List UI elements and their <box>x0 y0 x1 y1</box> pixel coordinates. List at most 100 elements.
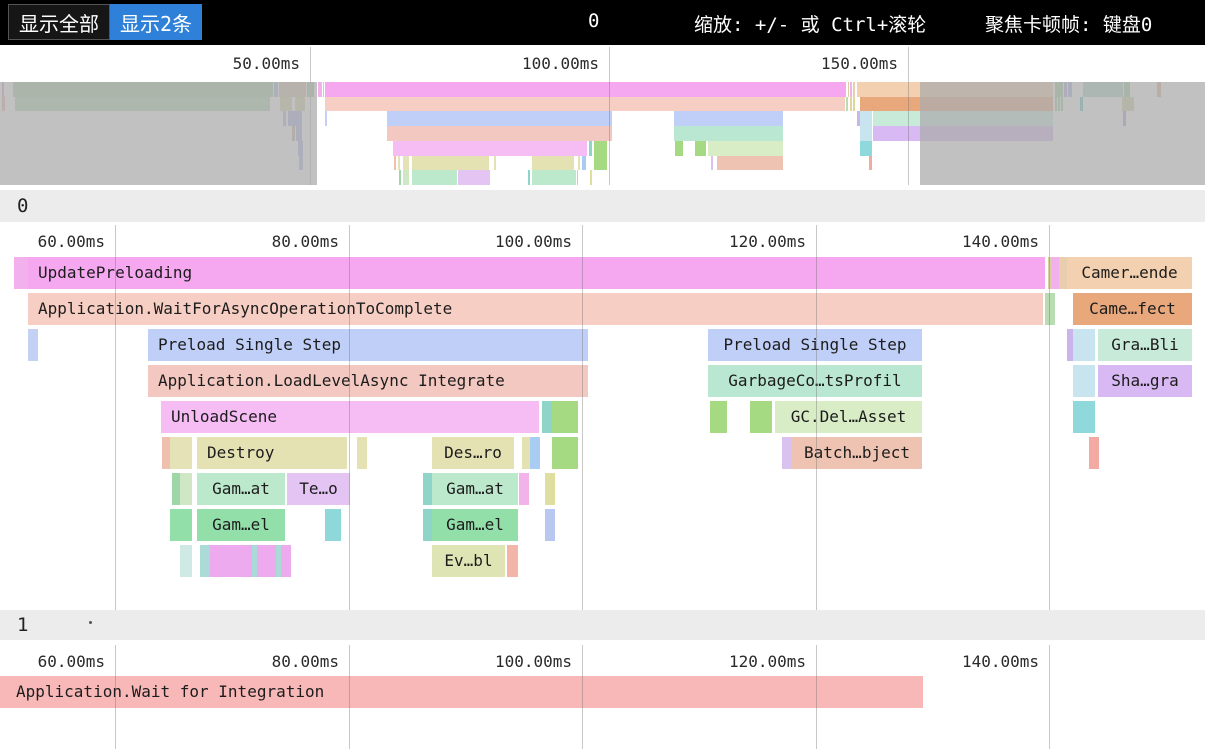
flame-bar[interactable] <box>180 509 192 541</box>
overview-flame-bar <box>711 155 713 171</box>
flame-bar[interactable] <box>180 437 192 469</box>
flame-bar[interactable]: Destroy <box>197 437 347 469</box>
flame-bar[interactable]: Camer…ende <box>1067 257 1192 289</box>
overview-flame-bar <box>857 111 859 127</box>
overview-flame-bar <box>411 155 489 171</box>
flame-bar[interactable] <box>1059 257 1069 289</box>
flame-bar[interactable] <box>1052 257 1062 289</box>
flame-bar[interactable]: Ev…bl <box>432 545 505 577</box>
flame-bar[interactable] <box>519 473 529 505</box>
flame-bar[interactable] <box>710 401 727 433</box>
flame-bar[interactable] <box>1073 401 1095 433</box>
flame-bar[interactable]: Gam…at <box>197 473 285 505</box>
flame-bar[interactable]: GC.Del…Asset <box>775 401 922 433</box>
overview-flame-bar <box>393 140 587 156</box>
flame-bar[interactable]: Gam…el <box>197 509 285 541</box>
flame-bar[interactable]: Te…o <box>287 473 350 505</box>
overview-flame-bar <box>590 140 592 156</box>
flame-bar[interactable] <box>239 545 249 577</box>
flame-bar[interactable] <box>172 473 182 505</box>
flame-bar[interactable] <box>545 473 555 505</box>
flame-bar[interactable]: Came…fect <box>1073 293 1192 325</box>
flame-bar[interactable] <box>204 545 214 577</box>
flame-bar[interactable] <box>530 437 540 469</box>
flame-bar[interactable] <box>507 545 518 577</box>
overview-flame-bar <box>695 140 707 156</box>
flame-bar[interactable]: Gam…at <box>432 473 518 505</box>
show-all-button[interactable]: 显示全部 <box>8 4 110 40</box>
flame-bar[interactable]: Gam…el <box>432 509 518 541</box>
flame-bar[interactable] <box>220 545 230 577</box>
time-gridline <box>582 645 583 749</box>
flame-bar[interactable] <box>1073 365 1095 397</box>
flame-bar[interactable] <box>357 437 367 469</box>
overview-flame-bar <box>593 155 607 171</box>
time-gridline <box>115 225 116 610</box>
flame-bar[interactable] <box>170 437 180 469</box>
overview-flame-bar <box>578 155 580 171</box>
overview-flame-bar <box>398 170 401 185</box>
flame-bar[interactable]: UnloadScene <box>161 401 539 433</box>
flame-bar[interactable]: Preload Single Step <box>708 329 922 361</box>
flame-bar[interactable] <box>331 509 341 541</box>
time-gridline <box>816 225 817 610</box>
time-tick-label: 100.00ms <box>494 652 572 671</box>
flame-bar[interactable] <box>423 473 433 505</box>
overview-flame-bar <box>386 126 613 141</box>
flame-bar[interactable]: Gra…Bli <box>1098 329 1192 361</box>
flame-bar[interactable] <box>180 473 192 505</box>
flame-bar[interactable] <box>1089 437 1099 469</box>
flame-bar[interactable] <box>522 437 532 469</box>
time-tick-label: 60.00ms <box>37 232 105 251</box>
overview-flame-bar <box>858 111 861 127</box>
overview-flame-bar <box>393 155 397 171</box>
overview-flame-bar <box>325 96 846 112</box>
flame-bar[interactable] <box>28 329 38 361</box>
overview-flame-bar <box>386 111 613 127</box>
flame-bar[interactable]: GarbageCo…tsProfil <box>708 365 922 397</box>
overview-flame-bar <box>403 155 410 171</box>
flame-bar[interactable] <box>1073 329 1095 361</box>
flame-bar[interactable] <box>170 509 180 541</box>
overview-flame-bar <box>868 155 872 171</box>
flame-bar[interactable] <box>232 545 242 577</box>
flame-bar[interactable]: Des…ro <box>432 437 514 469</box>
flame-bar[interactable]: Application.LoadLevelAsync Integrate <box>148 365 588 397</box>
show-selected-button[interactable]: 显示2条 <box>110 4 203 40</box>
overview-flame-bar <box>320 82 322 97</box>
flame-bar[interactable]: Batch…bject <box>792 437 922 469</box>
flame-bar[interactable]: Application.Wait for Integration <box>0 676 923 708</box>
overview-flame-bar <box>673 126 784 141</box>
overview-gridline <box>908 47 909 185</box>
flame-bar[interactable]: Application.WaitForAsyncOperationToCompl… <box>28 293 1043 325</box>
flame-bar[interactable] <box>545 509 555 541</box>
flame-bar[interactable] <box>162 437 172 469</box>
overview-dim-right <box>920 82 1205 185</box>
time-gridline <box>349 225 350 610</box>
frame-counter: 0 <box>588 10 600 32</box>
flame-bar[interactable] <box>1045 293 1055 325</box>
overview-flame-bar <box>853 96 855 112</box>
flame-bar[interactable] <box>545 401 555 433</box>
flame-bar[interactable] <box>750 401 772 433</box>
flame-bar[interactable]: Preload Single Step <box>148 329 588 361</box>
flame-bar[interactable] <box>782 437 792 469</box>
flame-bar[interactable] <box>552 401 578 433</box>
overview-tick-label: 100.00ms <box>521 54 599 73</box>
time-tick-label: 120.00ms <box>728 652 806 671</box>
flame-bar[interactable]: Sha…gra <box>1098 365 1192 397</box>
flame-bar[interactable] <box>423 509 433 541</box>
flame-bar[interactable]: UpdatePreloading <box>28 257 1045 289</box>
flame-bar[interactable] <box>226 545 236 577</box>
flame-bar[interactable] <box>552 437 578 469</box>
overview-flame-bar <box>707 140 784 156</box>
overview-flame-bar <box>588 140 590 156</box>
overview-flame-bar <box>860 111 872 127</box>
flame-bar[interactable] <box>281 545 291 577</box>
overview-flame-bar <box>403 170 410 185</box>
overview-flame-bar <box>397 155 401 171</box>
flame-bar[interactable] <box>180 545 192 577</box>
overview-flame-bar <box>325 111 328 127</box>
